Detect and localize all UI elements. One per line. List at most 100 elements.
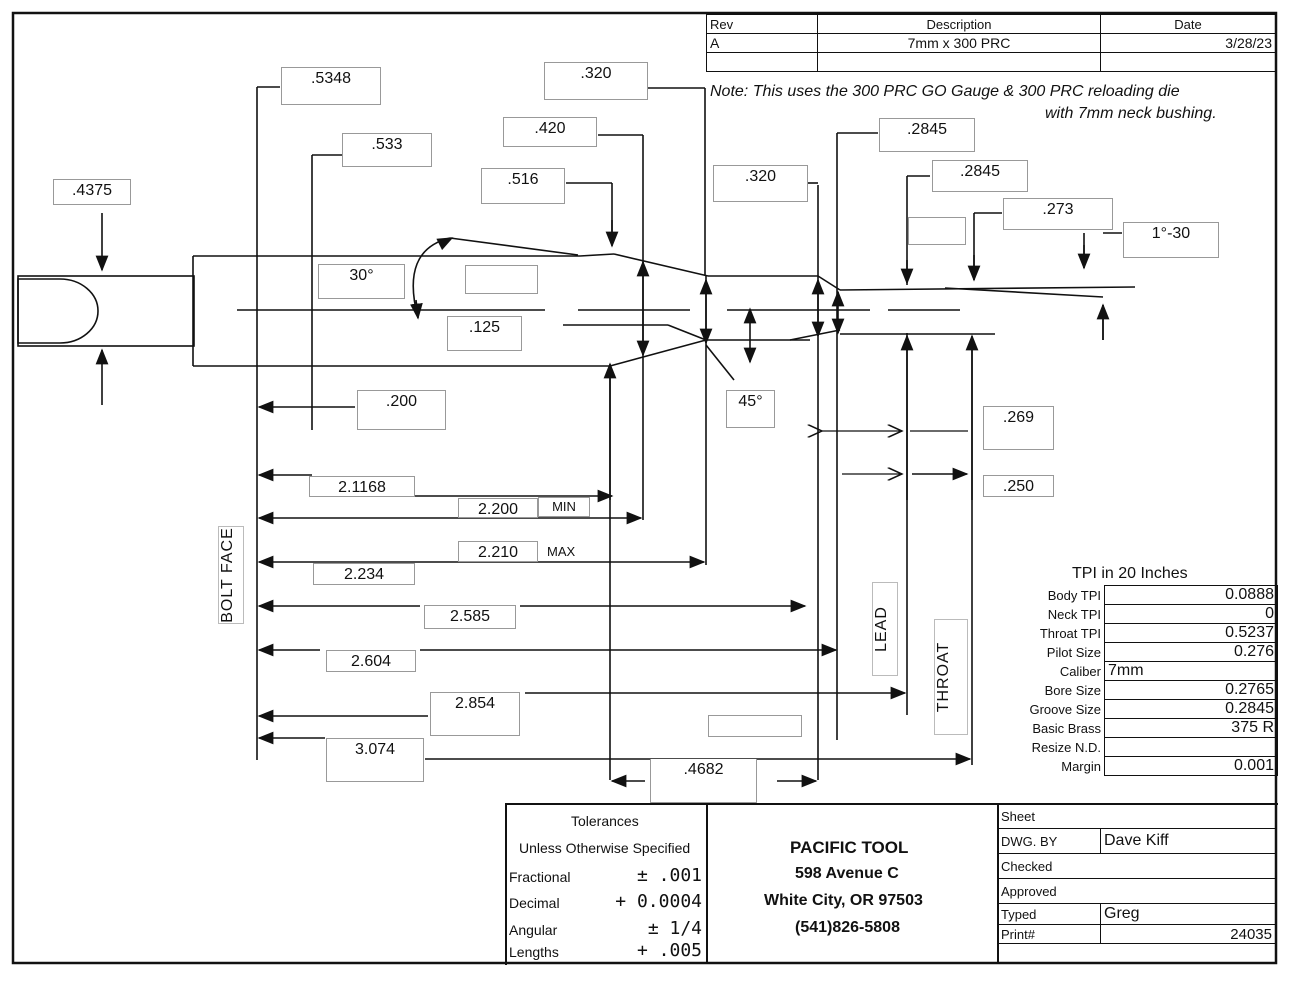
description-header: Description — [817, 14, 1101, 34]
dim-516: .516 — [481, 168, 565, 204]
company-address: 598 Avenue C — [795, 865, 899, 882]
dim-4375: .4375 — [53, 179, 131, 205]
revision-table: Rev Description Date A 7mm x 300 PRC 3/2… — [706, 14, 1276, 72]
blank-box — [465, 265, 538, 294]
bolt-face-label: BOLT FACE — [218, 526, 244, 624]
blank-box — [908, 217, 966, 245]
rev-header: Rev — [706, 14, 818, 34]
dim-273: .273 — [1003, 198, 1113, 230]
dim-2845-b: .2845 — [932, 160, 1028, 192]
dim-269: .269 — [983, 406, 1054, 450]
tolerance-value: ± 1/4 — [647, 918, 702, 939]
dwg-by-label: DWG. BY — [997, 828, 1101, 854]
blank-box — [708, 715, 802, 737]
tpi-label: Resize N.D. — [1031, 739, 1101, 755]
dim-5348: .5348 — [281, 67, 381, 105]
tpi-title: TPI in 20 Inches — [1072, 565, 1188, 582]
date-header: Date — [1100, 14, 1276, 34]
dim-125: .125 — [447, 316, 522, 351]
tpi-value: 0 — [1104, 604, 1278, 624]
dim-2-604: 2.604 — [326, 650, 416, 672]
dim-200: .200 — [357, 390, 446, 430]
dim-320-neck: .320 — [713, 165, 808, 202]
approved-label: Approved — [997, 878, 1276, 904]
dim-2-854: 2.854 — [430, 692, 520, 736]
tolerance-label: Decimal — [509, 895, 560, 911]
dim-2-200: 2.200 — [458, 498, 538, 518]
note-line-2: with 7mm neck bushing. — [1045, 105, 1217, 122]
tpi-value: 0.5237 — [1104, 623, 1278, 643]
tpi-label: Pilot Size — [1046, 644, 1101, 660]
tpi-label: Caliber — [1059, 663, 1101, 679]
title-block — [505, 803, 1278, 965]
tpi-label: Throat TPI — [1039, 625, 1101, 641]
company-phone: (541)826-5808 — [795, 919, 900, 936]
dim-taper: 1°-30 — [1123, 222, 1219, 258]
dim-4682: .4682 — [650, 759, 757, 803]
tpi-label: Body TPI — [1047, 587, 1101, 603]
angle-45: 45° — [726, 390, 775, 428]
tpi-value: 0.0888 — [1104, 585, 1278, 605]
empty-cell — [817, 52, 1101, 72]
dim-250: .250 — [983, 475, 1054, 497]
tpi-value: 375 R — [1104, 718, 1278, 738]
tolerance-label: Fractional — [509, 869, 571, 885]
tpi-value: 0.2765 — [1104, 680, 1278, 700]
dim-2-1168: 2.1168 — [309, 476, 415, 497]
tpi-label: Neck TPI — [1047, 606, 1101, 622]
note-line-1: Note: This uses the 300 PRC GO Gauge & 3… — [710, 83, 1180, 100]
lead-label: LEAD — [872, 582, 898, 676]
tolerances-title: Tolerances — [571, 813, 639, 829]
tpi-value: 0.001 — [1104, 756, 1278, 776]
company-name: PACIFIC TOOL — [790, 838, 909, 857]
tpi-value: 7mm — [1104, 661, 1278, 681]
tolerances-subtitle: Unless Otherwise Specified — [519, 840, 691, 856]
dwg-by-value: Dave Kiff — [1100, 828, 1276, 854]
empty-cell — [706, 52, 818, 72]
typed-value: Greg — [1100, 903, 1276, 925]
print-label: Print# — [997, 924, 1101, 944]
tpi-label: Basic Brass — [1032, 720, 1101, 736]
tpi-label: Groove Size — [1029, 701, 1101, 717]
tolerance-value: ± .001 — [636, 865, 702, 886]
rev-value: A — [706, 33, 818, 53]
tpi-value — [1104, 737, 1278, 757]
dim-533: .533 — [342, 133, 432, 167]
tolerance-value: + 0.0004 — [615, 891, 702, 912]
max-label: MAX — [547, 544, 576, 559]
sheet-label: Sheet — [997, 803, 1276, 829]
dim-320-top: .320 — [544, 62, 648, 100]
throat-label: THROAT — [934, 619, 968, 735]
tpi-label: Margin — [1061, 758, 1101, 774]
dim-2845-a: .2845 — [879, 118, 975, 152]
divider — [706, 803, 708, 963]
typed-label: Typed — [997, 903, 1101, 925]
dim-2-234: 2.234 — [313, 563, 415, 585]
angle-30: 30° — [318, 264, 405, 299]
dim-2-210: 2.210 — [458, 541, 538, 562]
description-value: 7mm x 300 PRC — [817, 33, 1101, 53]
tolerance-value: + .005 — [636, 940, 702, 961]
empty-cell — [1100, 52, 1276, 72]
tpi-value: 0.2845 — [1104, 699, 1278, 719]
tpi-label: Bore Size — [1044, 682, 1101, 698]
company-city: White City, OR 97503 — [764, 892, 923, 909]
dim-420: .420 — [503, 117, 597, 147]
date-value: 3/28/23 — [1100, 33, 1276, 53]
tpi-value: 0.276 — [1104, 642, 1278, 662]
tpi-row: Resize N.D. — [1010, 737, 1278, 757]
tolerance-label: Angular — [509, 922, 558, 938]
dim-3-074: 3.074 — [326, 738, 424, 782]
dim-2-585: 2.585 — [424, 605, 516, 629]
print-value: 24035 — [1100, 924, 1276, 944]
